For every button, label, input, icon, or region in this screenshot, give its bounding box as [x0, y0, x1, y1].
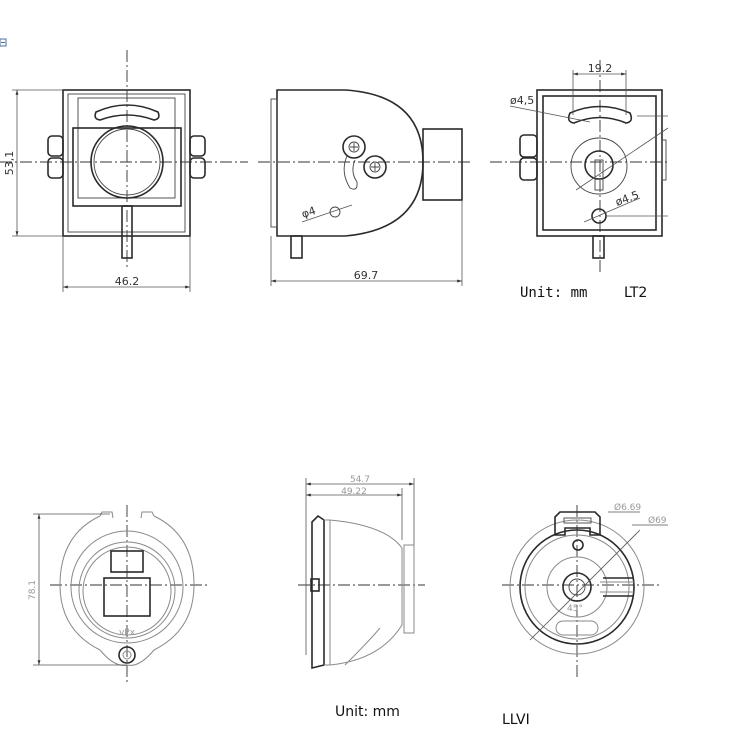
- height-dimension: 78.1: [28, 580, 38, 600]
- angle-dimension: 45°: [567, 604, 583, 614]
- llvi-front-view: vPx 78.1: [28, 505, 208, 682]
- unit-label-bottom: Unit: mm: [335, 704, 400, 720]
- llvi-rear-view: Ø6.69 Ø69 45°: [502, 502, 668, 680]
- lt2-side-view: φ4 69.7: [258, 89, 472, 286]
- hole-dimension: ø4.5: [614, 188, 641, 209]
- cable-gland-left: [47, 135, 64, 179]
- length-dimension: 69.7: [354, 269, 379, 282]
- length-dimension: 54.7: [350, 475, 370, 485]
- slot-hole-dimension: ø4,5: [510, 94, 534, 107]
- outer-diameter-dimension: Ø69: [648, 515, 667, 526]
- unit-label-top: Unit: mm: [520, 285, 587, 301]
- width-dimension: 46.2: [115, 275, 140, 288]
- hole-dimension: φ4: [300, 204, 318, 221]
- model-label-bottom: LLVI: [502, 712, 530, 728]
- marking-text: vPx: [119, 628, 136, 638]
- length-dimension-2: 49.22: [341, 487, 367, 497]
- cable-gland-right: [189, 135, 206, 179]
- height-dimension: 53,1: [3, 151, 16, 176]
- model-label-top: LT2: [624, 285, 647, 301]
- lt2-front-view: 53,1 46.2: [0, 50, 248, 292]
- anchor-icon: [0, 38, 7, 47]
- small-diameter-dimension: Ø6.69: [614, 502, 641, 513]
- llvi-side-view: 54.7 49.22: [298, 475, 425, 670]
- lt2-rear-view: 19.2 ø4,5 ø4.5: [490, 60, 669, 275]
- slot-dimension: 19.2: [588, 62, 613, 75]
